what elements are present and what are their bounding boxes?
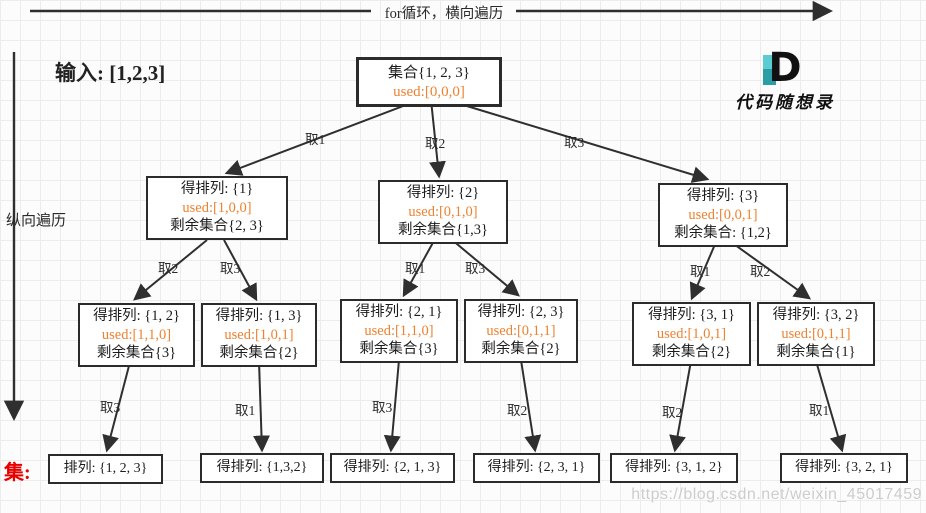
- result-node-312: 得排列: {3, 1, 2}: [610, 453, 738, 483]
- tree-node-l2-take1: 得排列: {1} used:[1,0,0] 剩余集合{2, 3}: [146, 176, 288, 240]
- node-remain-line: 剩余集合{2}: [219, 345, 299, 361]
- vertical-traversal-label: 纵向遍历: [6, 213, 67, 229]
- edge-label-take1: 取1: [690, 264, 711, 279]
- tree-node-l3-32: 得排列: {3, 2} used:[0,1,1] 剩余集合{1}: [757, 302, 875, 366]
- edge-label-take1: 取1: [305, 132, 326, 147]
- edge-label-take1: 取1: [235, 403, 256, 418]
- tree-node-l3-31: 得排列: {3, 1} used:[1,0,1] 剩余集合{2}: [632, 302, 751, 366]
- node-used-line: used:[0,0,1]: [688, 206, 758, 223]
- node-title: 得排列: {3, 2}: [772, 307, 860, 323]
- node-remain-line: 剩余集合: {1,2}: [674, 225, 772, 241]
- node-title: 得排列: {3, 1}: [648, 307, 735, 323]
- tree-node-root: 集合{1, 2, 3} used:[0,0,0]: [356, 57, 502, 107]
- node-remain-line: 剩余集合{3}: [96, 345, 177, 361]
- node-remain-line: 剩余集合{2}: [651, 344, 732, 360]
- node-used-line: used:[0,1,1]: [486, 322, 556, 339]
- edge-label-take2: 取2: [750, 264, 771, 279]
- tree-node-l3-13: 得排列: {1, 3} used:[1,0,1] 剩余集合{2}: [201, 303, 317, 367]
- watermark-url: https://blog.csdn.net/weixin_45017459: [631, 486, 922, 503]
- edge-label-take2: 取2: [158, 261, 179, 276]
- logo-teal-accent-bottom: [763, 69, 777, 85]
- node-remain-line: 剩余集合{2, 3}: [170, 218, 264, 234]
- result-node-231: 得排列: {2, 3, 1}: [473, 453, 600, 483]
- tree-node-l3-12: 得排列: {1, 2} used:[1,1,0] 剩余集合{3}: [78, 303, 195, 367]
- tree-node-l3-21: 得排列: {2, 1} used:[1,1,0] 剩余集合{3}: [340, 299, 458, 363]
- logo-d-icon: D: [763, 45, 802, 91]
- edge-label-take1: 取1: [809, 403, 830, 418]
- edge-label-take2: 取2: [507, 403, 528, 418]
- edge-label-take3: 取3: [372, 400, 393, 415]
- node-remain-line: 剩余集合{1,3}: [397, 222, 489, 238]
- result-node-321: 得排列: {3, 2, 1}: [780, 453, 908, 483]
- result-node-123: 排列: {1, 2, 3}: [48, 454, 163, 484]
- node-used-line: used:[1,1,0]: [101, 326, 172, 343]
- logo: D 代码随想录: [718, 46, 852, 113]
- node-remain-line: 剩余集合{1}: [776, 344, 856, 360]
- node-remain-line: 剩余集合{2}: [481, 341, 561, 357]
- node-used-line: used:[0,1,1]: [781, 325, 851, 342]
- logo-teal-accent-top: [763, 55, 777, 69]
- node-title: 得排列: {2, 3}: [477, 304, 565, 320]
- node-used-line: used:[0,0,0]: [393, 84, 465, 100]
- node-used-line: used:[1,0,0]: [182, 199, 252, 216]
- edge-label-take3: 取3: [220, 261, 241, 276]
- node-used-line: used:[1,0,1]: [224, 326, 294, 343]
- edge-label-take3: 取3: [465, 261, 486, 276]
- tree-node-l2-take2: 得排列: {2} used:[0,1,0] 剩余集合{1,3}: [378, 180, 508, 244]
- result-node-213: 得排列: {2, 1, 3}: [330, 453, 455, 483]
- node-used-line: used:[1,1,0]: [364, 322, 434, 339]
- edge-label-take2: 取2: [425, 136, 446, 151]
- edge-label-take3: 取3: [564, 135, 585, 150]
- node-used-line: used:[1,0,1]: [656, 325, 727, 342]
- result-node-132: 得排列: {1,3,2}: [200, 453, 324, 483]
- node-title: 得排列: {3}: [686, 188, 760, 204]
- edge-label-take1: 取1: [405, 261, 426, 276]
- edge-l3b-r2: [253, 361, 271, 453]
- node-title: 得排列: {2}: [406, 185, 480, 201]
- input-label: 输入: [1,2,3]: [55, 61, 166, 85]
- node-used-line: used:[0,1,0]: [408, 203, 478, 220]
- node-set-line: 集合{1, 2, 3}: [388, 65, 470, 81]
- logo-letter: D: [768, 45, 802, 91]
- tree-node-l2-take3: 得排列: {3} used:[0,0,1] 剩余集合: {1,2}: [658, 183, 788, 247]
- logo-text: 代码随想录: [735, 93, 835, 113]
- node-title: 得排列: {1, 3}: [215, 308, 303, 324]
- node-title: 得排列: {2, 1}: [355, 304, 443, 320]
- edge-label-take2: 取2: [662, 405, 683, 420]
- node-remain-line: 剩余集合{3}: [359, 341, 439, 357]
- node-title: 得排列: {1, 2}: [93, 308, 180, 324]
- result-set-label: 集:: [4, 462, 31, 484]
- edge-label-take3: 取3: [100, 400, 121, 415]
- tree-node-l3-23: 得排列: {2, 3} used:[0,1,1] 剩余集合{2}: [464, 299, 578, 363]
- horizontal-traversal-label: for循环，横向遍历: [384, 6, 504, 22]
- node-title: 得排列: {1}: [180, 181, 254, 197]
